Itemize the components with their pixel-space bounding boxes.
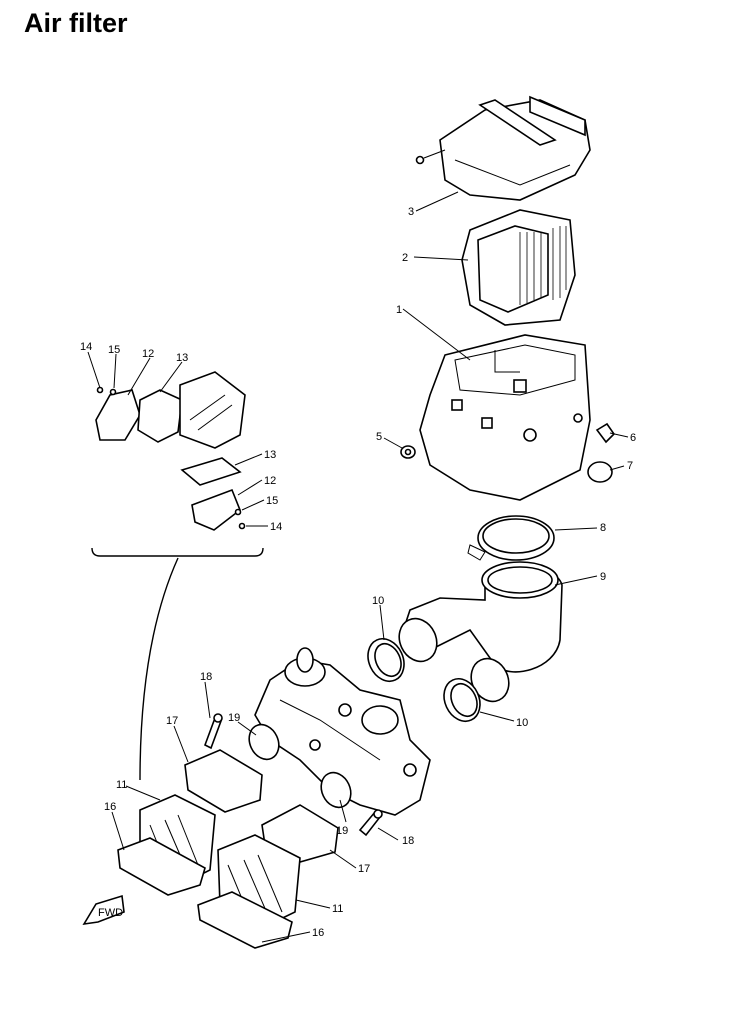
hose-band-10b: [443, 678, 481, 722]
air-filter-element: [461, 209, 576, 326]
gasket-16b: [197, 891, 293, 949]
cap-7: [587, 461, 613, 483]
callout-16a: 16: [104, 801, 116, 813]
fwd-arrow: FWD: [82, 894, 125, 926]
callout-14b: 14: [270, 521, 282, 533]
callout-18b: 18: [402, 835, 414, 847]
callout-labels: 3 2 1 5 6 7 8 9 10 10 14 15 12 13 13 12 …: [80, 206, 636, 939]
gasket-16a: [117, 837, 206, 896]
callout-10b: 10: [516, 717, 528, 729]
callout-15b: 15: [266, 495, 278, 507]
hose-clamp-19b: [320, 771, 352, 809]
callout-17b: 17: [358, 863, 370, 875]
callout-16b: 16: [312, 927, 324, 939]
callout-19b: 19: [336, 825, 348, 837]
fwd-label: FWD: [98, 907, 123, 919]
leader-lines: [87, 191, 629, 943]
callout-13b: 13: [264, 449, 276, 461]
gasket-17a: [184, 749, 263, 813]
screw-18b: [358, 809, 383, 837]
callout-9: 9: [600, 571, 606, 583]
callout-19a: 19: [228, 712, 240, 724]
callout-2: 2: [402, 252, 408, 264]
callout-12a: 12: [142, 348, 154, 360]
callout-12b: 12: [264, 475, 276, 487]
callout-3: 3: [408, 206, 414, 218]
callout-13a: 13: [176, 352, 188, 364]
callout-14a: 14: [80, 341, 92, 353]
reed-valve-detail: [91, 371, 264, 781]
hose-clamp-19a: [248, 723, 280, 761]
callout-18a: 18: [200, 671, 212, 683]
callout-5: 5: [376, 431, 382, 443]
hose-band-10a: [367, 638, 405, 682]
callout-15a: 15: [108, 344, 120, 356]
air-filter-case: [419, 334, 591, 501]
callout-7: 7: [627, 460, 633, 472]
callout-6: 6: [630, 432, 636, 444]
band-clamp-8: [467, 515, 555, 561]
intake-joint-9: [398, 561, 563, 703]
air-filter-cover: [415, 95, 591, 201]
screw-18a: [204, 713, 223, 750]
callout-8: 8: [600, 522, 606, 534]
callout-11b: 11: [332, 903, 343, 915]
bolt-5: [400, 445, 416, 459]
page-title: Air filter: [24, 8, 128, 38]
callout-10a: 10: [372, 595, 384, 607]
callout-11a: 11: [116, 779, 127, 791]
callout-1: 1: [396, 304, 402, 316]
callout-17a: 17: [166, 715, 178, 727]
carburetor-assembly: [254, 647, 431, 816]
